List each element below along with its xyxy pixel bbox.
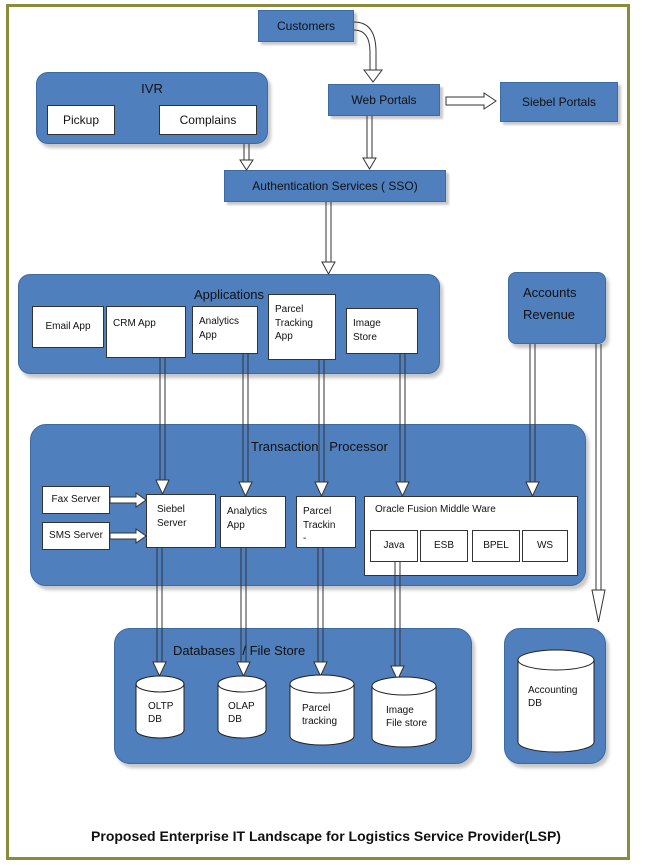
complains-label: Complains (179, 112, 237, 127)
transaction-processor-title: Transaction Processor (251, 439, 388, 454)
oltp-db-label-1: OLTP (148, 701, 174, 712)
ivr-panel: IVR Pickup Complains (36, 72, 268, 144)
parcel-tracking-processor-label-2: Trackin (303, 519, 336, 531)
web-portals-box: Web Portals (328, 84, 440, 116)
image-store-box: Image Store (346, 308, 418, 354)
esb-label: ESB (433, 540, 454, 552)
java-box: Java (370, 530, 418, 562)
sms-server-label: SMS Server (49, 530, 103, 542)
esb-box: ESB (420, 530, 468, 562)
parcel-tracking-app-label-1: Parcel (275, 304, 304, 315)
arrow-parcel-to-parcel (314, 360, 329, 498)
arrow-crm-to-siebel (155, 358, 170, 496)
accounts-revenue-label-1: Accounts (523, 285, 577, 300)
arrow-customers-to-webportals (353, 21, 383, 83)
accounting-db-label-1: Accounting (528, 685, 578, 696)
arrow-auth-to-applications (321, 202, 336, 276)
java-label: Java (383, 540, 405, 552)
accounting-db-cylinder (517, 649, 595, 753)
arrow-accounts-to-oracle (525, 344, 540, 498)
siebel-server-label-2: Server (157, 517, 187, 529)
arrow-siebel-to-oltp (152, 548, 167, 678)
pickup-box: Pickup (47, 105, 115, 135)
oltp-db-cylinder (135, 675, 185, 739)
parcel-tracking-processor-label-3: - (303, 533, 307, 544)
siebel-server-box: Siebel Server (146, 494, 216, 548)
customers-label: Customers (276, 19, 335, 33)
olap-db-label-1: OLAP (228, 701, 255, 712)
parcel-tracking-processor-label-1: Parcel (303, 506, 332, 517)
fax-server-label: Fax Server (51, 494, 101, 506)
arrow-webportals-to-siebelportals (445, 92, 497, 110)
arrow-sms-to-siebel (109, 528, 147, 544)
ws-label: WS (536, 540, 554, 552)
parcel-tracking-app-label-2: Tracking (275, 317, 313, 329)
parcel-tracking-db-label: Parcel tracking (302, 702, 337, 728)
oltp-db-label: OLTP DB (148, 700, 173, 726)
complains-box: Complains (159, 105, 257, 135)
parcel-tracking-db-label-1: Parcel (302, 703, 331, 714)
pickup-label: Pickup (62, 112, 100, 127)
accounting-db-label-2: DB (528, 698, 542, 709)
diagram-caption: Proposed Enterprise IT Landscape for Log… (91, 828, 561, 844)
parcel-tracking-db-label-2: tracking (302, 716, 338, 727)
analytics-app-label-2: App (199, 329, 217, 341)
analytics-processor-box: Analytics App (220, 496, 286, 548)
parcel-tracking-db-cylinder (289, 674, 355, 746)
image-file-store-db-label-2: File store (386, 718, 428, 729)
fax-server-box: Fax Server (42, 486, 110, 514)
analytics-processor-label-2: App (227, 519, 245, 531)
email-app-label: Email App (45, 321, 91, 333)
analytics-processor-label-1: Analytics (227, 506, 268, 517)
image-store-label-1: Image (353, 318, 381, 329)
arrow-parcel-to-parceldb (313, 548, 328, 678)
email-app-box: Email App (32, 306, 104, 348)
applications-title: Applications (193, 287, 265, 302)
arrow-java-to-imagestore (390, 562, 405, 682)
customers-box: Customers (258, 10, 354, 42)
analytics-app-box: Analytics App (192, 306, 258, 354)
databases-title: Databases / File Store (173, 643, 306, 658)
accounts-revenue-label-2: Revenue (523, 307, 576, 322)
siebel-server-label-1: Siebel (157, 504, 185, 515)
arrow-accounts-to-accountingdb (591, 344, 606, 623)
oltp-db-label-2: DB (148, 714, 162, 725)
siebel-portals-box: Siebel Portals (500, 82, 618, 122)
olap-db-label: OLAP DB (228, 700, 255, 726)
bpel-box: BPEL (472, 530, 520, 562)
parcel-tracking-app-box: Parcel Tracking App (268, 294, 336, 360)
arrow-fax-to-siebel (109, 492, 147, 508)
analytics-app-label-1: Analytics (199, 316, 240, 327)
authentication-services-label: Authentication Services ( SSO) (252, 179, 418, 193)
olap-db-cylinder (217, 675, 267, 739)
bpel-label: BPEL (483, 540, 509, 552)
crm-app-label: CRM App (113, 318, 156, 329)
accounting-db-label: Accounting DB (528, 684, 577, 710)
arrow-analytics-to-analytics (238, 354, 253, 498)
image-store-label-2: Store (353, 331, 377, 343)
web-portals-label: Web Portals (351, 93, 417, 107)
ws-box: WS (522, 530, 568, 562)
crm-app-box: CRM App (106, 306, 186, 358)
arrow-analytics-to-olap (236, 548, 251, 678)
image-file-store-db-label-1: Image (386, 705, 414, 716)
arrow-webportals-to-auth (362, 116, 377, 170)
image-file-store-cylinder (371, 676, 437, 748)
parcel-tracking-app-label-3: App (275, 331, 293, 342)
image-file-store-db-label: Image File store (386, 704, 427, 730)
siebel-portals-label: Siebel Portals (521, 95, 597, 109)
accounts-revenue-panel: Accounts Revenue (508, 272, 606, 344)
ivr-title: IVR (141, 81, 163, 96)
authentication-services-box: Authentication Services ( SSO) (224, 170, 446, 202)
arrow-image-to-oracle (395, 354, 410, 498)
parcel-tracking-processor-box: Parcel Trackin - (296, 496, 356, 548)
oracle-fusion-middleware-label: Oracle Fusion Middle Ware (375, 504, 496, 515)
arrow-ivr-to-auth (239, 144, 254, 171)
olap-db-label-2: DB (228, 714, 242, 725)
